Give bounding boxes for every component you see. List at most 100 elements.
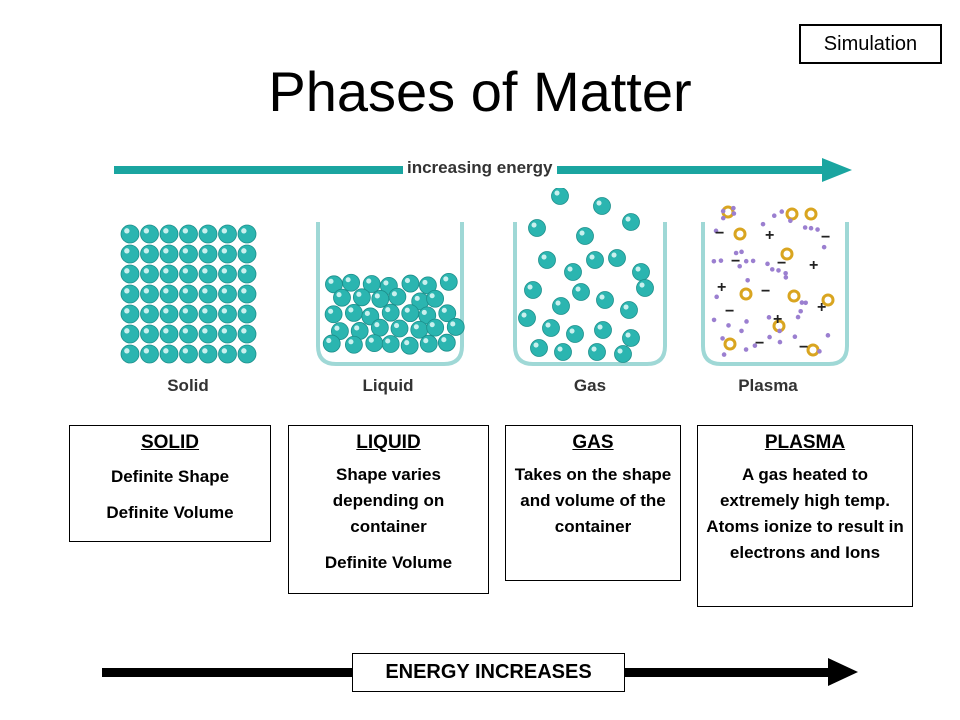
- plasma-box: PLASMA A gas heated to extremely high te…: [697, 425, 913, 607]
- gas-particle: [636, 279, 654, 297]
- plasma-electron: [711, 258, 717, 264]
- liquid-particle-highlight: [385, 338, 391, 344]
- solid-particle: [120, 344, 140, 364]
- solid-particle: [159, 244, 179, 264]
- solid-particle-highlight: [124, 328, 130, 334]
- solid-particle-highlight: [202, 228, 208, 234]
- solid-particle-highlight: [124, 308, 130, 314]
- phase-label-plasma: Plasma: [738, 376, 798, 395]
- liquid-particle: [426, 289, 445, 308]
- gas-line-1: Takes on the shape and volume of the con…: [514, 465, 672, 536]
- plasma-electron: [737, 263, 742, 269]
- liquid-particle: [381, 335, 400, 353]
- plasma-electron: [721, 352, 727, 357]
- liquid-box: LIQUID Shape varies depending on contain…: [288, 425, 489, 594]
- gas-particle-highlight: [591, 346, 597, 352]
- liquid-particle: [390, 319, 409, 338]
- simulation-button[interactable]: Simulation: [799, 24, 942, 64]
- gas-particle: [524, 281, 542, 299]
- liquid-particle-highlight: [328, 278, 334, 284]
- minus-sign-icon: −: [777, 255, 786, 272]
- gas-illustration: [505, 188, 675, 413]
- solid-particle-highlight: [221, 308, 228, 314]
- liquid-particle: [381, 303, 400, 322]
- liquid-particle: [322, 334, 341, 353]
- solid-particle: [218, 224, 237, 244]
- solid-particle-highlight: [202, 288, 208, 294]
- plasma-ion: [780, 247, 794, 261]
- liquid-particle: [344, 304, 363, 322]
- solid-particle: [218, 344, 237, 364]
- solid-particle-highlight: [143, 268, 150, 274]
- gas-particle-highlight: [635, 266, 641, 272]
- gas-particle: [594, 321, 612, 339]
- solid-particle: [198, 284, 218, 304]
- gas-particle-highlight: [557, 346, 563, 352]
- liquid-particle-highlight: [368, 337, 374, 343]
- solid-particle: [179, 304, 198, 324]
- plus-sign-icon: +: [765, 227, 774, 244]
- minus-sign-icon: −: [821, 229, 830, 246]
- solid-particle-highlight: [163, 268, 169, 274]
- solid-particle-highlight: [143, 308, 150, 314]
- plasma-electron: [739, 249, 744, 255]
- solid-particle-highlight: [143, 348, 150, 354]
- liquid-particle-highlight: [336, 292, 342, 298]
- energy-increases-label: ENERGY INCREASES: [352, 653, 625, 692]
- solid-particle-highlight: [143, 288, 150, 294]
- solid-particle-highlight: [241, 328, 247, 334]
- plasma-electron: [803, 300, 808, 306]
- plasma-electron: [776, 268, 781, 273]
- plasma-electron: [711, 317, 717, 323]
- plasma-electron: [821, 244, 827, 250]
- solid-particle-highlight: [241, 228, 247, 234]
- liquid-particle-highlight: [421, 309, 427, 315]
- plasma-electron: [760, 221, 766, 227]
- plus-sign-icon: +: [717, 279, 726, 296]
- gas-particle: [620, 301, 638, 319]
- solid-particle: [159, 264, 179, 284]
- gas-particle-highlight: [599, 294, 605, 300]
- solid-particle: [120, 304, 140, 324]
- solid-particle-highlight: [202, 268, 208, 274]
- liquid-particle-highlight: [383, 280, 389, 286]
- solid-particle-highlight: [163, 288, 169, 294]
- plasma-ion: [804, 207, 818, 221]
- minus-sign-icon: −: [755, 335, 764, 352]
- plasma-electron: [733, 250, 739, 256]
- plasma-electron: [731, 205, 736, 211]
- liquid-particle: [342, 273, 360, 292]
- solid-particle-highlight: [221, 228, 228, 234]
- minus-sign-icon: −: [715, 225, 724, 242]
- plasma-electron: [766, 315, 772, 320]
- plasma-illustration: −+−−+−+−+−+−−: [695, 188, 855, 413]
- solid-particle: [237, 324, 257, 344]
- solid-particle: [179, 344, 198, 364]
- gas-particle-highlight: [617, 348, 623, 354]
- solid-particle-highlight: [182, 228, 189, 234]
- plasma-electron: [777, 328, 782, 334]
- liquid-particle-highlight: [356, 291, 362, 297]
- gas-particle-highlight: [554, 190, 560, 196]
- solid-particle-highlight: [241, 348, 247, 354]
- liquid-particle: [352, 288, 371, 307]
- plasma-ion: [787, 289, 801, 303]
- solid-particle: [198, 244, 218, 264]
- liquid-particle-highlight: [374, 293, 380, 299]
- solid-particle-highlight: [221, 348, 228, 354]
- liquid-particle-highlight: [366, 278, 372, 284]
- minus-sign-icon: −: [799, 339, 808, 356]
- liquid-particle-highlight: [414, 295, 420, 301]
- liquid-particle: [446, 318, 465, 336]
- solid-particle-highlight: [182, 308, 189, 314]
- solid-particle: [140, 304, 159, 324]
- liquid-illustration: [310, 188, 470, 413]
- plasma-electron: [765, 261, 770, 267]
- liquid-particle-highlight: [404, 278, 411, 284]
- gas-particle-highlight: [521, 312, 527, 318]
- solid-particle-highlight: [163, 228, 169, 234]
- solid-particle-highlight: [124, 288, 130, 294]
- gas-heading: GAS: [572, 432, 614, 453]
- solid-particle: [159, 344, 179, 364]
- solid-particle: [159, 324, 179, 344]
